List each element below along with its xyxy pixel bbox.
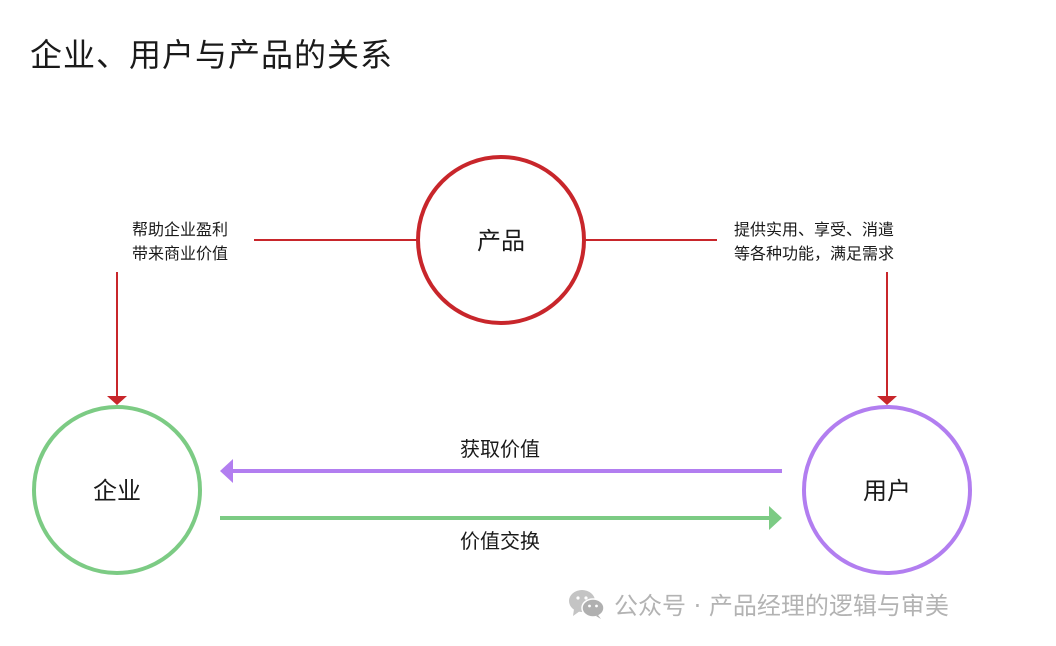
down-arrow-to-enterprise [107,272,127,405]
enterprise-circle [32,405,202,575]
flow-to-enterprise-label: 获取价值 [460,437,540,461]
flow-to-user-label: 价值交换 [460,529,540,553]
right-note-line-2: 等各种功能，满足需求 [734,244,894,263]
product-label: 产品 [477,227,525,255]
enterprise-node: 企业 [32,405,202,575]
left-note-line-2: 带来商业价值 [132,244,228,263]
page-title: 企业、用户与产品的关系 [30,36,394,74]
flow-to-enterprise: 获取价值 [220,437,782,483]
user-circle [802,405,972,575]
left-note: 帮助企业盈利 带来商业价值 [132,220,228,263]
user-label: 用户 [863,477,911,505]
flow-to-user: 价值交换 [220,506,782,553]
watermark: 公众号 · 产品经理的逻辑与审美 [568,586,949,621]
wechat-icon [568,588,606,620]
left-note-line-1: 帮助企业盈利 [132,220,228,239]
watermark-text: 公众号 · 产品经理的逻辑与审美 [614,592,949,620]
user-node: 用户 [802,405,972,575]
down-arrow-to-user [877,272,897,405]
right-note: 提供实用、享受、消遣 等各种功能，满足需求 [734,220,894,263]
product-node: 产品 [416,155,586,325]
enterprise-label: 企业 [93,477,141,505]
right-note-line-1: 提供实用、享受、消遣 [734,220,894,239]
